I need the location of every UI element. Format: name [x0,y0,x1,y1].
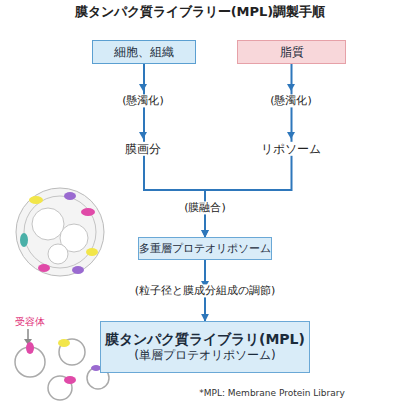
receptor [26,342,34,354]
lamella [16,188,104,276]
vesicle [59,339,85,365]
flow-connector [205,64,292,237]
multilamellar-vesicle [16,188,104,276]
step-label: (懸濁化) [120,94,166,107]
node-subtext: (単層プロテオリポソーム) [134,348,275,363]
process-box: 多重層プロテオリポソーム [138,237,272,260]
input-box: 脂質 [237,40,346,64]
receptor-label: 受容体 [13,316,47,328]
unilamellar-vesicles [15,329,109,400]
flow-connector [144,64,205,237]
protein [86,248,98,256]
node-text: 膜タンパク質ライブラリ(MPL) [105,331,305,349]
result-box: 膜タンパク質ライブラリ(MPL)(単層プロテオリポソーム) [100,321,310,373]
step-label: (懸濁化) [268,94,314,107]
lamella [24,196,96,268]
protein [20,233,28,247]
lamella [48,244,68,264]
protein [72,266,84,274]
protein [38,264,50,272]
input-box: 細胞、組織 [92,40,196,64]
pointer-line [27,329,29,340]
protein [81,208,95,216]
intermediate-label: 膜画分 [123,142,163,156]
receptor [58,339,70,347]
edge-label: (粒子径と膜成分組成の調節) [133,284,278,297]
step-label: (膜融合) [182,201,228,214]
receptor [64,376,76,384]
intermediate-label: リポソーム [259,142,323,156]
protein [29,196,43,204]
node-text: 細胞、組織 [114,45,174,60]
protein [64,192,76,200]
node-text: 脂質 [280,45,304,60]
diagram-title: 膜タンパク質ライブラリー(MPL)調製手順 [73,4,328,20]
footnote: *MPL: Membrane Protein Library [197,388,347,399]
lamella [32,208,64,240]
node-text: 多重層プロテオリポソーム [139,242,271,256]
